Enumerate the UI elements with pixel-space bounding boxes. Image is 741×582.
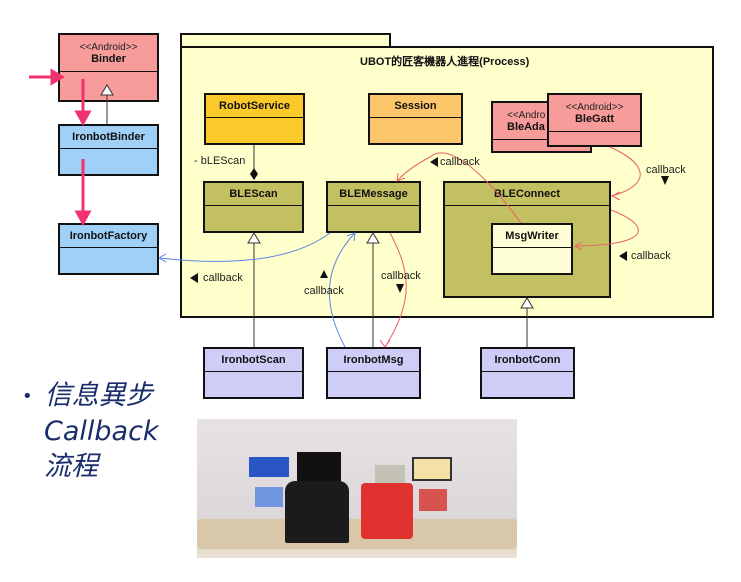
- callback-label: callback: [304, 285, 344, 297]
- class-ironbot-conn[interactable]: IronbotConn: [480, 347, 575, 399]
- class-name: IronbotBinder: [72, 131, 145, 143]
- callback-label: callback: [203, 272, 243, 284]
- robot-head: [375, 465, 405, 483]
- blue-links: [157, 232, 356, 348]
- composition-diamond: [250, 168, 258, 180]
- class-ble-scan[interactable]: BLEScan: [203, 181, 304, 233]
- class-ironbot-msg[interactable]: IronbotMsg: [326, 347, 421, 399]
- class-name: BLEMessage: [339, 188, 408, 200]
- stereotype: <<Andro: [507, 109, 546, 121]
- robot-body: [361, 483, 413, 539]
- robot-head: [249, 457, 289, 477]
- callback-label: callback: [381, 270, 421, 282]
- class-ble-gatt[interactable]: <<Android>> BleGatt: [547, 93, 642, 147]
- callback-direction-markers: [190, 157, 669, 293]
- bullet-marker: •: [22, 386, 33, 407]
- class-name: IronbotConn: [494, 354, 561, 366]
- callback-label: callback: [631, 250, 671, 262]
- package-tab: [180, 33, 391, 48]
- robot-head: [412, 457, 452, 481]
- inherit-arrowhead: [520, 297, 534, 309]
- class-name: IronbotScan: [221, 354, 286, 366]
- class-name: BleGatt: [574, 112, 615, 125]
- robots-photo: [197, 419, 517, 558]
- class-name: BLEConnect: [494, 188, 560, 200]
- callback-label: callback: [440, 156, 480, 168]
- bullet-text: •信息異步 Callback 流程: [22, 378, 159, 484]
- red-links: [379, 146, 641, 348]
- bullet-line: 流程: [44, 451, 98, 482]
- class-name: Binder: [91, 52, 126, 65]
- association-label: - bLEScan: [194, 155, 246, 167]
- class-binder[interactable]: <<Android>> Binder: [58, 33, 159, 102]
- class-ironbot-binder[interactable]: IronbotBinder: [58, 124, 159, 176]
- inherit-arrowhead: [100, 84, 114, 96]
- robot-body: [255, 487, 283, 507]
- inherit-arrowhead: [247, 232, 261, 244]
- package-title: UBOT的匠客機器人進程(Process): [360, 56, 530, 68]
- class-ironbot-scan[interactable]: IronbotScan: [203, 347, 304, 399]
- bullet-line: Callback: [44, 416, 159, 447]
- class-msg-writer[interactable]: MsgWriter: [491, 223, 573, 275]
- class-name: IronbotFactory: [69, 230, 148, 242]
- inherit-arrowhead: [366, 232, 380, 244]
- robot-body: [285, 481, 349, 543]
- class-session[interactable]: Session: [368, 93, 463, 145]
- class-robot-service[interactable]: RobotService: [204, 93, 305, 145]
- stereotype: <<Android>>: [79, 41, 138, 53]
- stereotype: <<Android>>: [565, 101, 624, 113]
- flow-arrows: [29, 68, 92, 227]
- callback-label: callback: [646, 164, 686, 176]
- class-ironbot-factory[interactable]: IronbotFactory: [58, 223, 159, 275]
- bullet-line: •信息異步: [22, 380, 153, 411]
- class-name: MsgWriter: [505, 230, 559, 242]
- class-ble-message[interactable]: BLEMessage: [326, 181, 421, 233]
- robot-body: [419, 489, 447, 511]
- class-name: BleAda: [507, 120, 545, 133]
- class-name: IronbotMsg: [343, 354, 404, 366]
- class-name: Session: [394, 100, 437, 112]
- class-name: RobotService: [219, 100, 290, 112]
- class-name: BLEScan: [229, 188, 278, 200]
- robot-head: [297, 452, 341, 482]
- table-surface: [197, 519, 517, 549]
